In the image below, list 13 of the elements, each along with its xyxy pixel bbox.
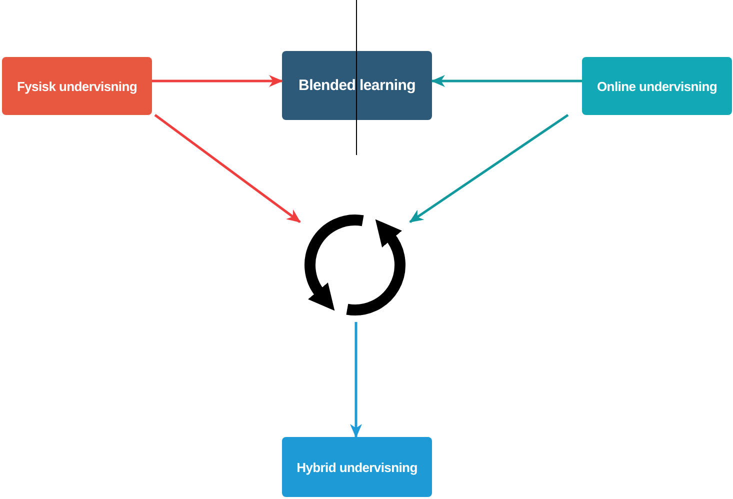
process-box bbox=[2, 57, 152, 115]
box-label: Hybrid undervisning bbox=[296, 460, 418, 474]
box-label: Blended learning bbox=[298, 77, 416, 94]
arrow bbox=[350, 322, 362, 438]
process-box bbox=[282, 51, 432, 120]
process-box bbox=[582, 57, 732, 115]
arrow bbox=[431, 75, 582, 87]
arrow bbox=[154, 114, 301, 223]
box-label: Fysisk undervisning bbox=[16, 78, 138, 94]
arrow bbox=[409, 114, 569, 224]
arrow bbox=[152, 75, 283, 87]
process-box bbox=[282, 437, 432, 497]
box-label: Online undervisning bbox=[596, 78, 718, 94]
